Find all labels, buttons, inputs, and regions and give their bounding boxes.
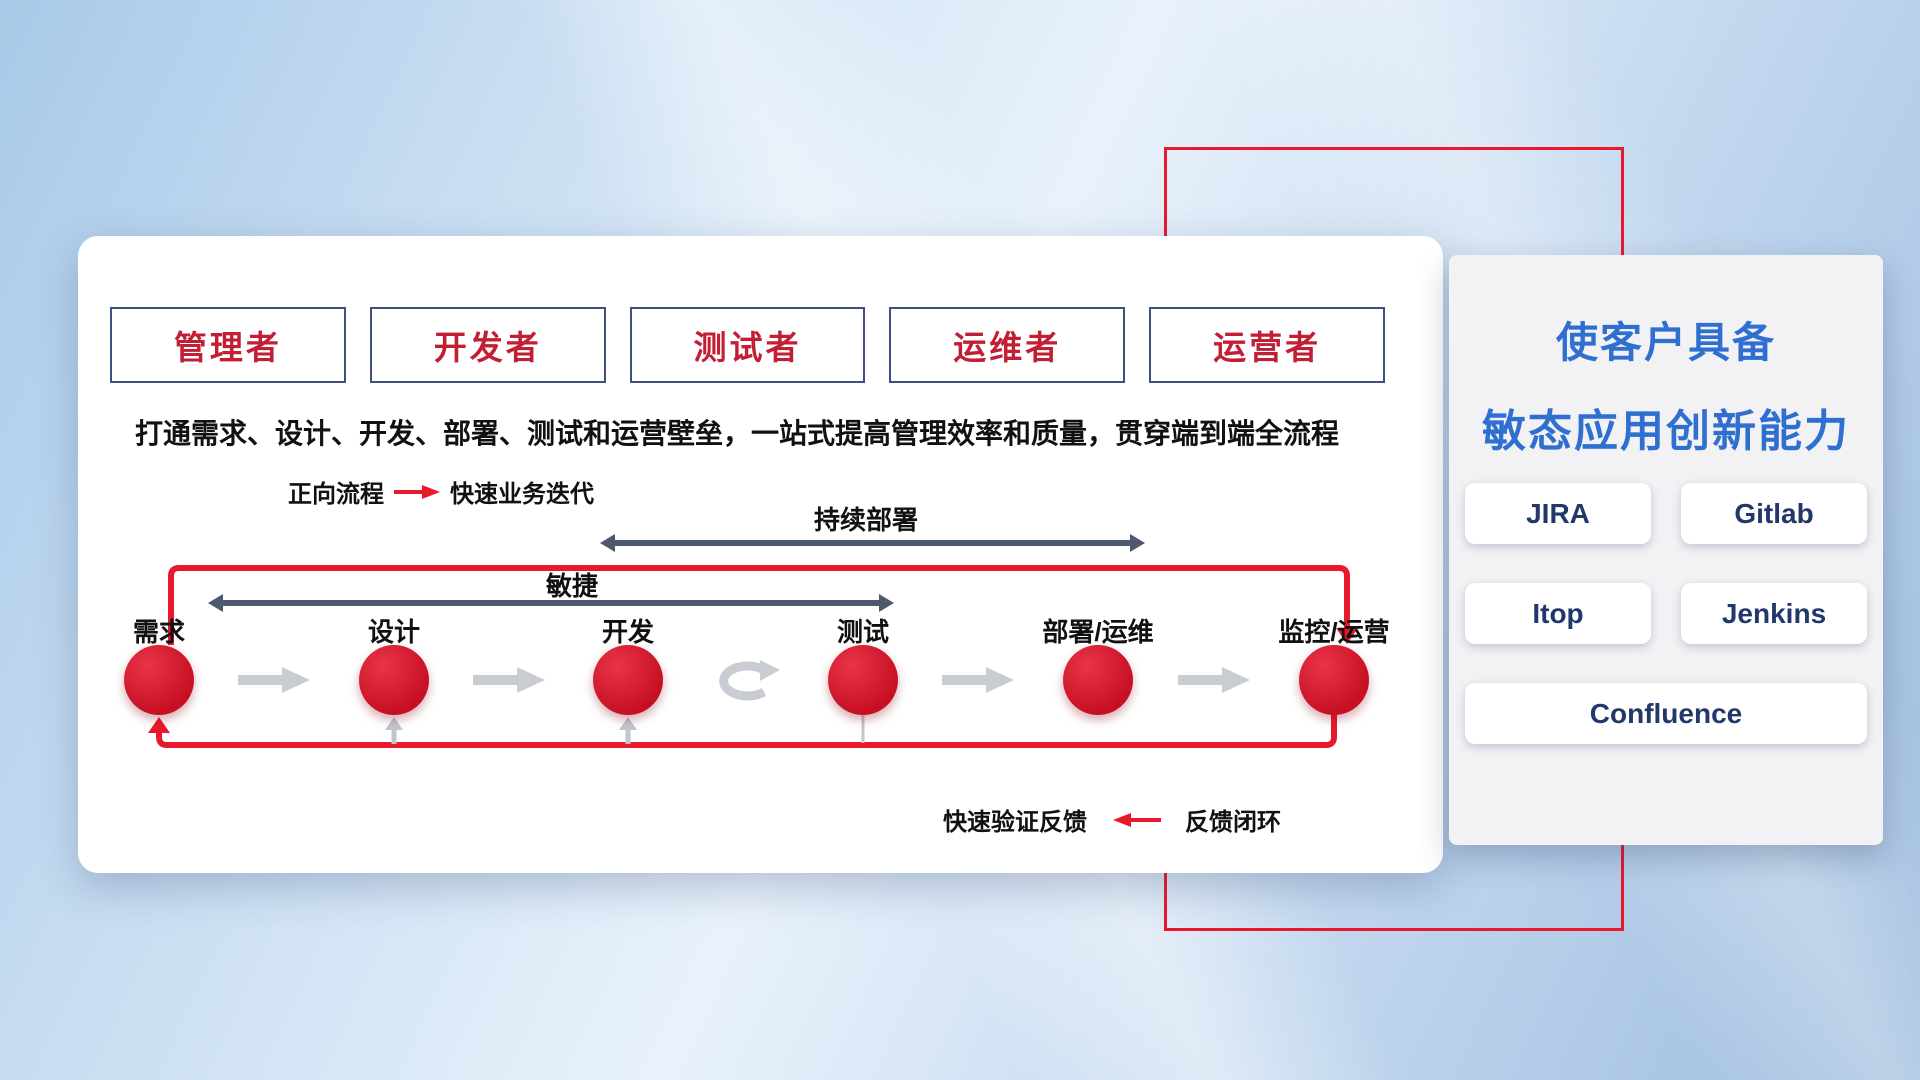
stage-label-testing: 测试	[836, 617, 889, 647]
role-label: 管理者	[173, 329, 282, 366]
role-box-manager: 管理者	[110, 307, 346, 383]
panel-title-line2: 敏态应用创新能力	[1482, 407, 1850, 456]
stage-circle-requirements	[124, 645, 194, 715]
stage-circle-testing	[828, 645, 898, 715]
role-label: 运维者	[953, 329, 1062, 366]
flow-arrow-icon	[238, 667, 310, 693]
panel-title-line1: 使客户具备	[1555, 319, 1776, 366]
forward-legend: 正向流程 快速业务迭代	[288, 474, 594, 509]
feedback-value-label: 快速验证反馈	[943, 809, 1087, 836]
devops-flow-card: 管理者 开发者 测试者 运维者 运营者 打通需求、设计、开发、部署、测试和运营壁…	[78, 236, 1443, 873]
forward-arrow-icon	[394, 484, 440, 499]
feedback-stub-dev-arrowhead-icon	[619, 717, 637, 730]
role-label: 开发者	[433, 329, 542, 366]
role-box-operator: 运营者	[1149, 307, 1385, 383]
stage-label-design: 设计	[367, 617, 420, 647]
flow-description: 打通需求、设计、开发、部署、测试和运营壁垒，一站式提高管理效率和质量，贯穿端到端…	[135, 418, 1340, 449]
tool-confluence: Confluence	[1465, 683, 1867, 744]
feedback-loop-line	[156, 714, 1337, 748]
flow-arrow-icon	[1178, 667, 1250, 693]
feedback-loop-arrowhead-icon	[148, 717, 170, 733]
feedback-legend: 快速验证反馈 反馈闭环	[943, 802, 1281, 837]
agile-arrow-icon	[208, 594, 894, 612]
role-label: 运营者	[1213, 329, 1322, 366]
role-label: 测试者	[693, 329, 802, 366]
feedback-legend-label: 反馈闭环	[1185, 809, 1281, 836]
continuous-deploy-arrow-icon	[600, 534, 1145, 552]
tool-jira: JIRA	[1465, 483, 1651, 544]
role-box-tester: 测试者	[629, 307, 866, 383]
stage-circle-development	[593, 645, 663, 715]
stage-label-development: 开发	[601, 617, 654, 647]
flow-arrow-icon	[473, 667, 545, 693]
forward-legend-value: 快速业务迭代	[450, 481, 594, 508]
forward-legend-label: 正向流程	[288, 481, 384, 508]
stage-circle-monitor-ops	[1299, 645, 1369, 715]
role-box-ops: 运维者	[889, 307, 1126, 383]
roles-row: 管理者 开发者 测试者 运维者 运营者	[110, 307, 1385, 383]
stage-circle-deploy-ops	[1063, 645, 1133, 715]
tool-jenkins: Jenkins	[1681, 583, 1867, 644]
role-box-developer: 开发者	[369, 307, 606, 383]
continuous-deploy-label: 持续部署	[813, 505, 918, 535]
tool-gitlab: Gitlab	[1681, 483, 1867, 544]
stage-circle-design	[359, 645, 429, 715]
feedback-stub-design-arrowhead-icon	[385, 717, 403, 730]
tool-itop: Itop	[1465, 583, 1651, 644]
iteration-loop-icon	[719, 660, 780, 701]
stage-label-requirements: 需求	[132, 617, 185, 647]
feedback-arrow-icon	[1113, 812, 1161, 827]
capability-panel: 使客户具备 敏态应用创新能力 JIRA Gitlab Itop Jenkins …	[1449, 255, 1883, 845]
flow-arrow-icon	[942, 667, 1014, 693]
tools-grid: JIRA Gitlab Itop Jenkins Confluence	[1465, 483, 1867, 744]
stage-label-monitor-ops: 监控/运营	[1278, 617, 1390, 647]
stage-label-deploy-ops: 部署/运维	[1042, 617, 1154, 647]
